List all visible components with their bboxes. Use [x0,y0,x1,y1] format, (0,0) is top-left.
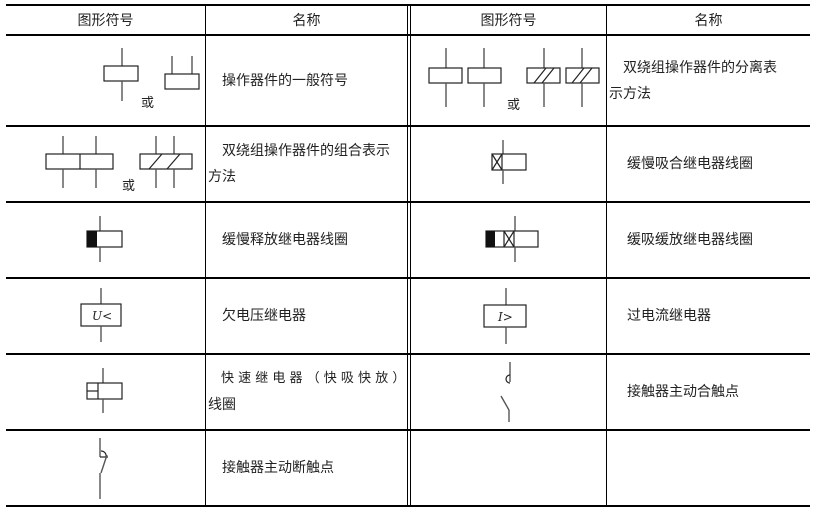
undervoltage-relay-icon: U< [79,288,122,342]
operating-device-general-icon: 或 [102,47,200,111]
symbol-cell [411,355,606,429]
contactor-main-make-contact-icon [499,361,511,422]
symbol-cell: 或 [6,36,205,125]
fast-relay-coil-icon [85,368,123,413]
header-name-right: 名称 [694,13,723,29]
column-divider [205,4,206,507]
name-cell: 双绕组操作器件的组合表示 方法 [206,127,407,201]
row-divider [6,125,810,127]
row-divider [6,277,810,279]
symbol-name: 过电流继电器 [627,308,711,324]
name-cell: 欠电压继电器 [220,279,406,353]
contactor-main-break-contact-icon [98,437,108,499]
name-cell: 双绕组操作器件的分离表 示方法 [607,36,810,125]
symbol-name: 操作器件的一般符号 [222,72,348,89]
symbol-name-continued: 线圈 [208,397,236,413]
symbol-cell: 或 [6,127,205,201]
header-symbol-left: 图形符号 [77,13,134,29]
symbol-name: 缓吸缓放继电器线圈 [627,232,753,248]
symbol-cell [6,355,205,429]
slow-operate-slow-release-relay-coil-icon [484,216,539,262]
svg-text:U<: U< [92,309,112,323]
row-divider [6,201,810,203]
symbol-name: 接触器主动合触点 [627,384,739,400]
name-cell: 快 速 继 电 器 （ 快 吸 快 放 ） 线圈 [206,355,407,429]
name-cell: 缓慢释放继电器线圈 [220,203,406,277]
symbol-name-continued: 示方法 [609,85,651,102]
name-cell: 操作器件的一般符号 [220,36,406,125]
svg-text:I>: I> [497,310,513,324]
row-divider [6,429,810,431]
symbol-cell [6,431,205,505]
symbol-cell [411,203,606,277]
symbol-cell: I> [411,279,606,353]
symbol-name: 双绕组操作器件的组合表示 [208,143,390,159]
header-divider [6,34,810,36]
symbol-name-continued: 方法 [208,169,236,185]
symbol-name: 欠电压继电器 [222,308,306,324]
symbol-name: 快 速 继 电 器 （ 快 吸 快 放 ） [208,371,406,386]
name-cell: 过电流继电器 [625,279,810,353]
empty-name-cell [607,431,810,505]
symbol-cell: 或 [411,36,606,125]
row-divider [6,353,810,355]
symbol-name: 缓慢吸合继电器线圈 [627,156,753,172]
double-winding-separate-icon: 或 [428,47,600,113]
double-winding-combined-icon: 或 [44,136,193,194]
slow-release-relay-coil-icon [85,216,123,262]
name-cell: 接触器主动合触点 [625,355,810,429]
symbol-cell: U< [6,279,205,353]
empty-symbol-cell [411,431,606,505]
svg-text:或: 或 [507,98,520,113]
name-cell: 缓慢吸合继电器线圈 [625,127,810,201]
name-cell: 接触器主动断触点 [220,431,406,505]
table-top-border [6,4,810,6]
name-cell: 缓吸缓放继电器线圈 [625,203,810,277]
center-double-divider [407,4,408,507]
slow-operate-relay-coil-icon [490,140,527,184]
svg-text:或: 或 [122,179,135,194]
svg-text:或: 或 [141,96,154,111]
symbol-name: 接触器主动断触点 [222,460,334,476]
symbol-cell [6,203,205,277]
table-bottom-border [6,505,810,507]
symbol-name: 缓慢释放继电器线圈 [222,232,348,248]
center-double-divider [410,4,411,507]
symbol-cell [411,127,606,201]
column-divider [606,4,607,507]
header-name-left: 名称 [292,13,321,29]
symbol-name: 双绕组操作器件的分离表 [609,59,777,76]
header-symbol-right: 图形符号 [480,13,537,29]
overcurrent-relay-icon: I> [482,288,527,344]
